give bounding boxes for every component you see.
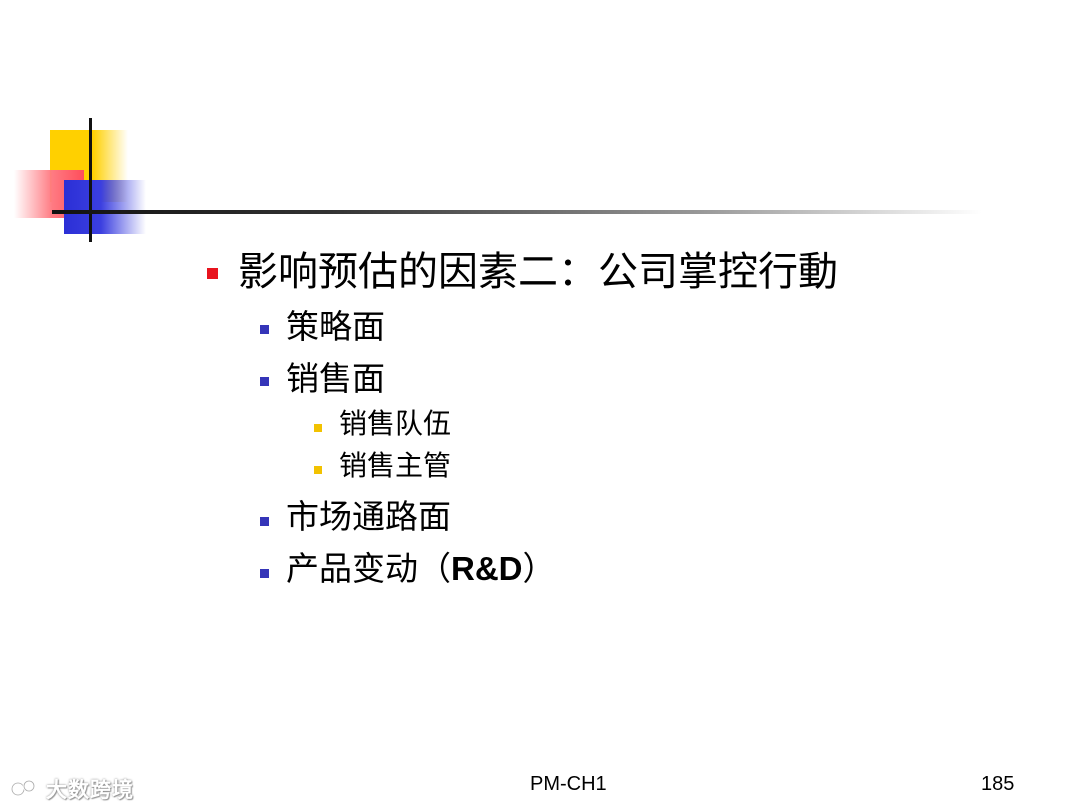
bullet-level1 bbox=[207, 268, 218, 279]
decorative-vertical-line bbox=[89, 118, 92, 242]
footer-label: PM-CH1 bbox=[530, 773, 607, 795]
sub-point-prefix: 产品变动（ bbox=[286, 549, 451, 588]
decorative-horizontal-rule bbox=[52, 210, 982, 214]
sub-sub-point: 销售队伍 bbox=[339, 407, 452, 440]
bullet-level2 bbox=[260, 569, 269, 578]
watermark-text: 大数跨境 bbox=[46, 778, 134, 802]
sub-point-strong: R&D bbox=[451, 550, 523, 587]
sub-point: 策略面 bbox=[286, 307, 385, 346]
sub-sub-point: 销售主管 bbox=[339, 449, 452, 482]
bullet-level2 bbox=[260, 517, 269, 526]
decorative-blue-square bbox=[64, 180, 146, 234]
watermark: 大数跨境 bbox=[10, 774, 134, 804]
watermark-logo-icon bbox=[10, 779, 36, 797]
bullet-level2 bbox=[260, 377, 269, 386]
bullet-level2 bbox=[260, 325, 269, 334]
main-point: 影响预估的因素二：公司掌控行動 bbox=[238, 249, 838, 295]
sub-point: 市场通路面 bbox=[286, 497, 451, 536]
page-number: 185 bbox=[981, 773, 1015, 795]
bullet-level3 bbox=[314, 424, 322, 432]
bullet-level3 bbox=[314, 466, 322, 474]
sub-point: 销售面 bbox=[286, 359, 385, 398]
sub-point: 产品变动（R&D） bbox=[286, 552, 556, 585]
sub-point-suffix: ） bbox=[522, 549, 556, 588]
